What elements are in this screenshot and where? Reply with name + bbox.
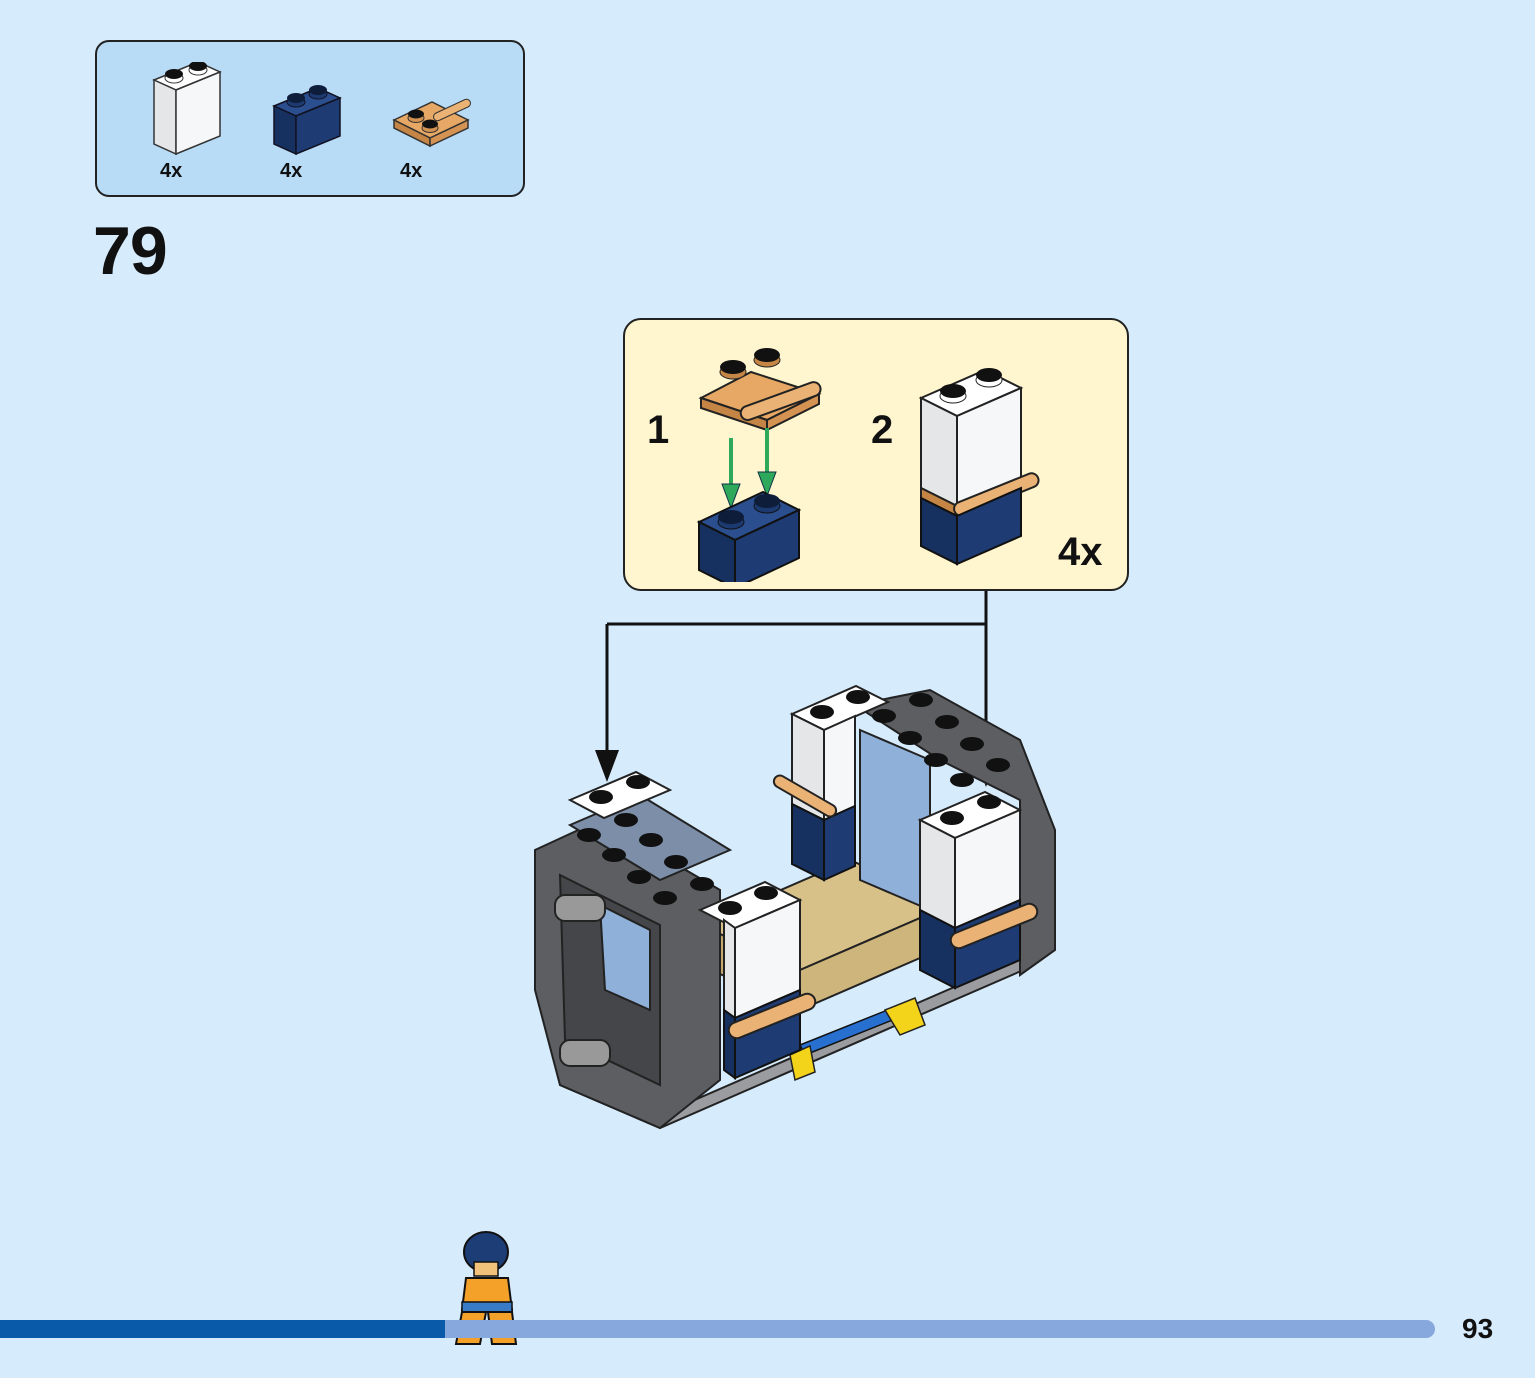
sub-assembly-multiplier: 4x xyxy=(1058,530,1103,574)
part-qty: 4x xyxy=(280,160,303,182)
part-tan-plate-handle: 4x xyxy=(392,62,482,182)
part-dark-blue-brick: 4x xyxy=(272,62,362,182)
part-qty: 4x xyxy=(400,160,423,182)
dark-blue-brick-icon xyxy=(272,85,342,156)
tan-plate-handle-icon xyxy=(392,98,472,148)
white-brick-icon xyxy=(152,62,222,156)
step-number: 79 xyxy=(93,213,168,289)
page-number: 93 xyxy=(1462,1313,1494,1344)
parts-list-box: 4x 4x 4x xyxy=(95,40,525,197)
progress-fill xyxy=(0,1320,445,1338)
sub-step-1-number: 1 xyxy=(647,408,670,452)
part-qty: 4x xyxy=(160,160,183,182)
sub-step-1-graphic xyxy=(696,348,822,582)
arrow-head-left xyxy=(595,750,619,782)
sub-step-2-number: 2 xyxy=(871,408,894,452)
part-white-brick: 4x xyxy=(152,62,242,182)
sub-step-2-graphic xyxy=(918,368,1040,566)
sub-assembly-box: 1 2 xyxy=(623,318,1129,591)
